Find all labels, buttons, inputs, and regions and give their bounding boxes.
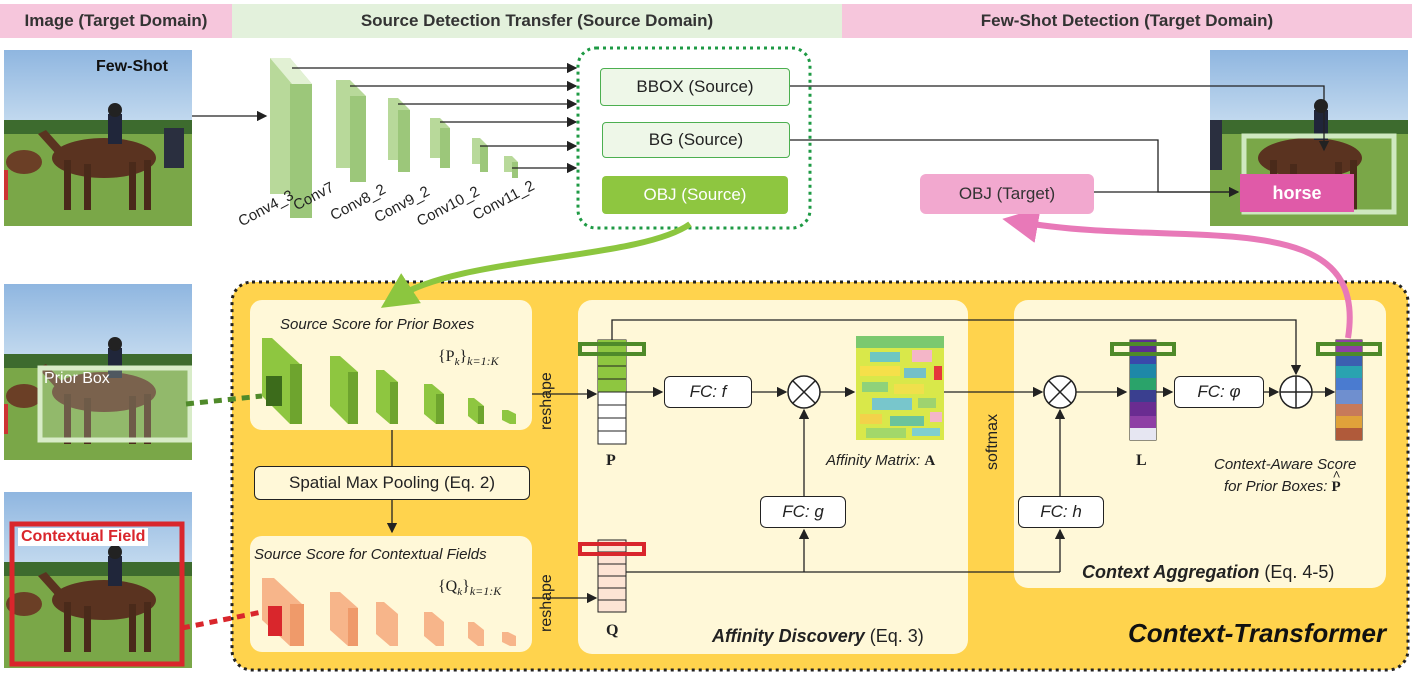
horse-result-badge: horse [1240, 174, 1354, 212]
p-hat-vector [1316, 339, 1382, 441]
source-prior-title: Source Score for Prior Boxes [280, 316, 475, 333]
context-aggregation-eq: (Eq. 4-5) [1259, 562, 1335, 582]
p-vector [578, 339, 646, 445]
l-vector [1110, 339, 1176, 441]
obj-source-head: OBJ (Source) [602, 176, 788, 214]
layer-label-conv4_3: Conv4_3 [235, 186, 297, 231]
prior-box-label: Prior Box [44, 370, 110, 387]
q-vector [578, 539, 646, 613]
p-hat-caret: ^ [1332, 469, 1341, 484]
bg-source-head: BG (Source) [602, 122, 790, 158]
softmax-label: softmax [984, 413, 1001, 470]
reshape-label-p: reshape [538, 372, 555, 430]
q-label: Q [606, 622, 619, 639]
header-fewshot-detection: Few-Shot Detection (Target Domain) [842, 4, 1412, 38]
prior-box-rect [37, 365, 192, 443]
p-label: P [606, 452, 616, 469]
context-aggregation-title: Context Aggregation [1082, 562, 1260, 582]
affinity-matrix-label-text: Affinity Matrix: [826, 452, 925, 469]
result-image: horse [1210, 50, 1408, 226]
fewshot-label: Few-Shot [96, 58, 168, 75]
context-aware-label-text: for Prior Boxes: [1224, 478, 1332, 495]
fc-g-box: FC: g [760, 496, 846, 528]
source-prior-set-sub: k=1:K [467, 354, 499, 369]
context-aware-label-line1: Context-Aware Score [1214, 456, 1357, 473]
fc-h-box: FC: h [1018, 496, 1104, 528]
multiply-node-1 [787, 375, 821, 409]
fewshot-image: Few-Shot [4, 50, 192, 226]
add-node [1279, 375, 1313, 409]
backbone-conv11_2 [504, 156, 518, 178]
bbox-source-head: BBOX (Source) [600, 68, 790, 106]
l-label: L [1136, 452, 1147, 469]
source-context-set-open: {Q [438, 578, 458, 595]
affinity-discovery-caption: Affinity Discovery (Eq. 3) [712, 626, 924, 647]
affinity-discovery-eq: (Eq. 3) [864, 626, 924, 646]
p-hat-letter: P [1331, 479, 1341, 495]
fc-phi-box: FC: φ [1174, 376, 1264, 408]
contextual-field-label: Contextual Field [18, 528, 149, 546]
source-prior-set: {Pk}k=1:K [438, 348, 499, 369]
header-source-transfer: Source Detection Transfer (Source Domain… [232, 4, 842, 38]
contextual-field-image: Contextual Field [4, 492, 192, 668]
backbone-conv10_2 [472, 138, 488, 172]
context-aware-label-line2: for Prior Boxes: ^P [1224, 469, 1341, 496]
contextual-field-rect [9, 521, 185, 667]
source-context-title: Source Score for Contextual Fields [254, 546, 487, 563]
reshape-label-q: reshape [538, 574, 555, 632]
p-hat-symbol: ^P [1331, 469, 1341, 495]
prior-box-image: Prior Box [4, 284, 192, 460]
affinity-matrix-label: Affinity Matrix: A [826, 452, 935, 470]
obj-target-head: OBJ (Target) [920, 174, 1094, 214]
backbone-conv7 [336, 80, 366, 182]
context-transformer-title: Context-Transformer [1128, 618, 1387, 648]
backbone-conv9_2 [430, 118, 450, 168]
spatial-max-pooling-box: Spatial Max Pooling (Eq. 2) [254, 466, 530, 500]
affinity-discovery-title: Affinity Discovery [712, 626, 865, 646]
source-context-set: {Qk}k=1:K [438, 578, 502, 599]
backbone-conv8_2 [388, 98, 410, 172]
header-image-target: Image (Target Domain) [0, 4, 232, 38]
layer-label-conv11_2: Conv11_2 [469, 177, 538, 224]
source-prior-set-open: {P [438, 348, 455, 365]
context-aggregation-caption: Context Aggregation (Eq. 4-5) [1082, 562, 1334, 583]
affinity-matrix-symbol: A [924, 453, 936, 469]
source-context-set-sub: k=1:K [469, 584, 502, 599]
affinity-matrix [856, 336, 944, 440]
multiply-node-2 [1043, 375, 1077, 409]
fc-f-box: FC: f [664, 376, 752, 408]
